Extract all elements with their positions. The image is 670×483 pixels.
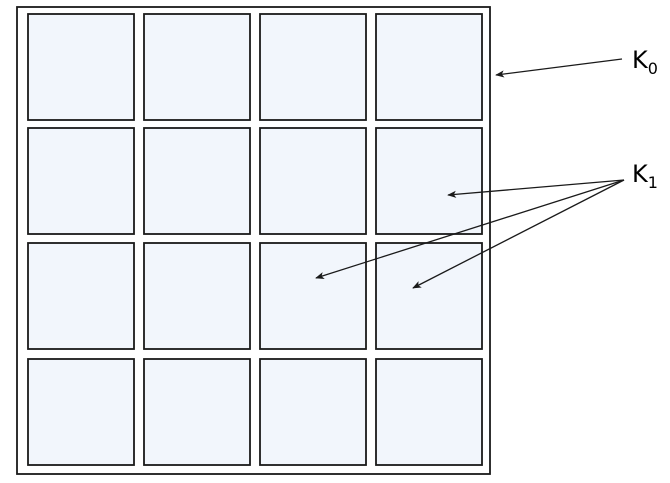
arrow-k1-to-square-r3-c4: [412, 179, 625, 289]
inner-square-r1-c1: [27, 13, 135, 121]
inner-square-r4-c4: [375, 358, 483, 466]
inner-square-r3-c1: [27, 242, 135, 350]
arrows: [315, 58, 625, 289]
inner-square-grid: [27, 13, 483, 466]
arrow-k1-to-square-r3-c3: [315, 179, 625, 279]
arrow-k0-to-outer-square: [495, 58, 623, 78]
inner-square-r2-c2: [143, 127, 251, 235]
inner-square-r3-c2: [143, 242, 251, 350]
inner-square-r4-c1: [27, 358, 135, 466]
arrow-k1-to-square-r2-c4: [447, 179, 625, 198]
inner-square-r2-c1: [27, 127, 135, 235]
inner-square-r3-c4: [375, 242, 483, 350]
label-k1: K1: [632, 160, 658, 192]
label-k0: K0: [632, 46, 658, 78]
outer-square: [16, 6, 491, 475]
inner-square-r2-c3: [259, 127, 367, 235]
label-k0-subscript: 0: [648, 59, 658, 78]
inner-square-r2-c4: [375, 127, 483, 235]
inner-square-r3-c3: [259, 242, 367, 350]
label-k1-subscript: 1: [648, 173, 658, 192]
label-k0-base: K: [632, 46, 649, 74]
label-k1-base: K: [632, 160, 649, 188]
inner-square-r1-c2: [143, 13, 251, 121]
inner-square-r1-c3: [259, 13, 367, 121]
inner-square-r4-c3: [259, 358, 367, 466]
inner-square-r4-c2: [143, 358, 251, 466]
inner-square-r1-c4: [375, 13, 483, 121]
